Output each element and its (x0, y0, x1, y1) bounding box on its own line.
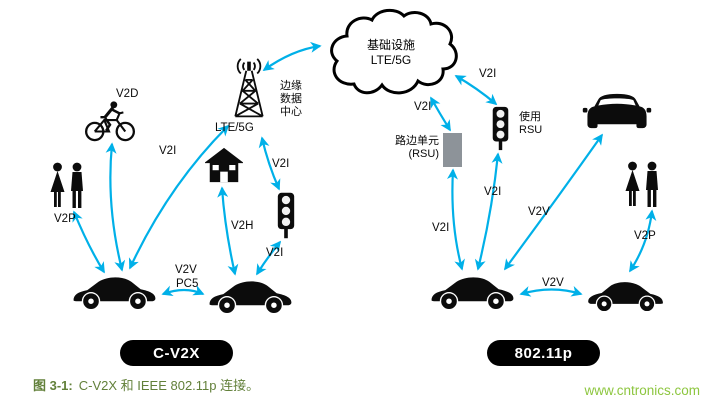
label-v2i-rsu-car: V2I (432, 222, 450, 234)
arrow-v2v-pc5 (161, 285, 205, 296)
label-v2v-diag: V2V (528, 206, 550, 218)
cell-tower-icon (226, 58, 272, 120)
arrow-v2d (105, 142, 126, 272)
use-rsu-label: 使用 RSU (519, 111, 543, 136)
pedestrians-left-icon (47, 162, 89, 208)
label-v2i-light-car: V2I (484, 186, 502, 198)
figure-caption-text: C-V2X 和 IEEE 802.11p 连接。 (78, 378, 260, 393)
cyclist-icon (84, 100, 136, 142)
label-pc5: PC5 (176, 278, 199, 290)
house-icon (205, 147, 243, 183)
cloud-icon (320, 6, 462, 104)
cv2x-badge: C-V2X (120, 340, 233, 366)
cloud-label: 基础设施 LTE/5G (366, 38, 415, 67)
label-v2i-tower-light: V2I (272, 158, 290, 170)
label-v2p-left: V2P (54, 213, 76, 225)
traffic-light-left-icon (276, 192, 296, 239)
watermark-url: www.cntronics.com (584, 383, 700, 398)
car-front-icon (582, 90, 652, 132)
rsu-unit-icon (443, 133, 462, 167)
car-right-1-icon (426, 272, 518, 312)
label-v2v-cars: V2V (542, 277, 564, 289)
arrow-v2p-left (72, 210, 105, 274)
arrow-v2i-cloud-light (454, 75, 498, 106)
label-v2i-car-light: V2I (266, 247, 284, 259)
label-v2i-cloud-light: V2I (479, 68, 497, 80)
car-left-2-icon (204, 276, 296, 316)
rsu-caption-label: 路边单元 (RSU) (395, 135, 439, 160)
tower-lte5g-label: LTE/5G (215, 122, 254, 134)
80211p-badge: 802.11p (487, 340, 600, 366)
label-v2d: V2D (116, 88, 139, 100)
traffic-light-right-icon (491, 106, 510, 151)
arrow-v2v-cars (519, 285, 583, 297)
pedestrians-right-icon (622, 161, 664, 207)
edge-datacenter-label: 边缘 数据 中心 (280, 80, 302, 118)
arrow-v2i-rsu-car (446, 168, 465, 271)
label-v2i-car-tower: V2I (159, 145, 177, 157)
figure-caption: 图 3-1: C-V2X 和 IEEE 802.11p 连接。 (33, 375, 259, 394)
arrow-v2v-frontcar (504, 133, 603, 271)
figure-caption-number: 图 3-1: (33, 378, 73, 393)
label-v2v-left: V2V (175, 264, 197, 276)
car-left-1-icon (68, 272, 160, 312)
label-v2h: V2H (231, 220, 254, 232)
arrow-tower-cloud (262, 41, 322, 71)
arrow-v2i-light-car (474, 152, 503, 271)
label-v2p-right: V2P (634, 230, 656, 242)
car-right-2-icon (584, 277, 668, 314)
label-v2i-cloud-rsu: V2I (414, 101, 432, 113)
